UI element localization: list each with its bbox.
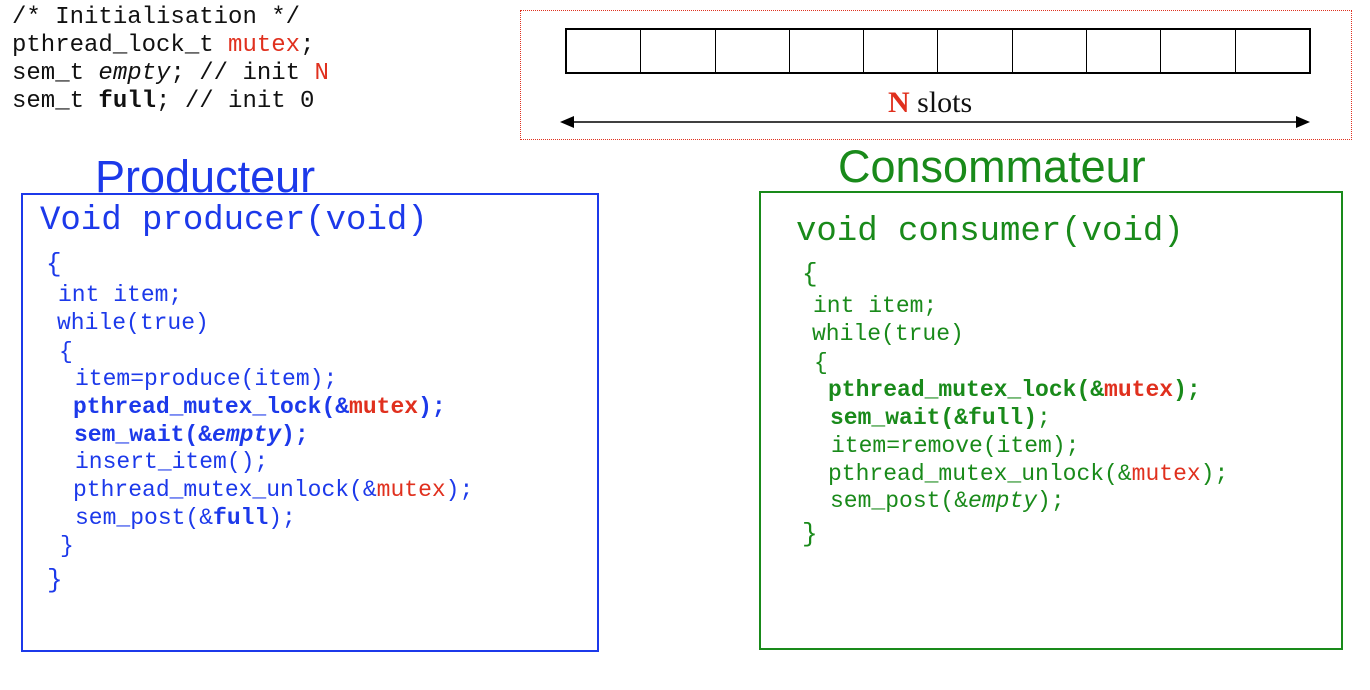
consumer-loop: while(true) [812, 321, 964, 347]
consumer-signature: void consumer(void) [796, 213, 1184, 251]
buffer-slot [1013, 30, 1088, 72]
producer-box [21, 193, 599, 652]
buffer-slot [938, 30, 1013, 72]
consumer-remove: item=remove(item); [831, 433, 1080, 459]
consumer-lock: pthread_mutex_lock(&mutex); [828, 377, 1201, 403]
consumer-decl: int item; [813, 293, 938, 319]
buffer-slot [641, 30, 716, 72]
init-mutex-decl: pthread_lock_t mutex; [12, 32, 315, 59]
consumer-open-brace: { [802, 259, 818, 289]
buffer-slot [1161, 30, 1236, 72]
producer-loop-open: { [59, 339, 73, 365]
producer-close-brace: } [47, 565, 63, 595]
init-comment: /* Initialisation */ [12, 4, 301, 31]
consumer-title: Consommateur [838, 141, 1146, 192]
producer-signature: Void producer(void) [40, 202, 428, 240]
producer-wait: sem_wait(&empty); [74, 422, 309, 448]
consumer-post: sem_post(&empty); [830, 488, 1065, 514]
init-full-decl: sem_t full; // init 0 [12, 88, 315, 115]
buffer-slot [567, 30, 642, 72]
buffer-slot [1236, 30, 1309, 72]
consumer-close-brace: } [802, 519, 818, 549]
producer-unlock: pthread_mutex_unlock(&mutex); [73, 477, 474, 503]
buffer-frame [520, 10, 1352, 140]
producer-loop: while(true) [57, 310, 209, 336]
buffer-slots [565, 28, 1311, 74]
consumer-loop-open: { [814, 350, 828, 376]
producer-post: sem_post(&full); [75, 505, 296, 531]
buffer-slot [1087, 30, 1162, 72]
buffer-slot [790, 30, 865, 72]
producer-decl: int item; [58, 282, 183, 308]
producer-loop-close: } [60, 533, 74, 559]
producer-title: Producteur [95, 151, 316, 202]
buffer-slot [864, 30, 939, 72]
producer-produce: item=produce(item); [75, 366, 338, 392]
slots-label: N slots [888, 86, 973, 119]
slots-span-arrow [560, 116, 1310, 128]
buffer-slot [716, 30, 790, 72]
producer-open-brace: { [46, 249, 62, 279]
consumer-wait: sem_wait(&full); [830, 405, 1051, 431]
producer-lock: pthread_mutex_lock(&mutex); [73, 394, 446, 420]
consumer-unlock: pthread_mutex_unlock(&mutex); [828, 461, 1229, 487]
consumer-box [759, 191, 1343, 650]
producer-insert: insert_item(); [75, 449, 269, 475]
init-empty-decl: sem_t empty; // init N [12, 60, 329, 87]
